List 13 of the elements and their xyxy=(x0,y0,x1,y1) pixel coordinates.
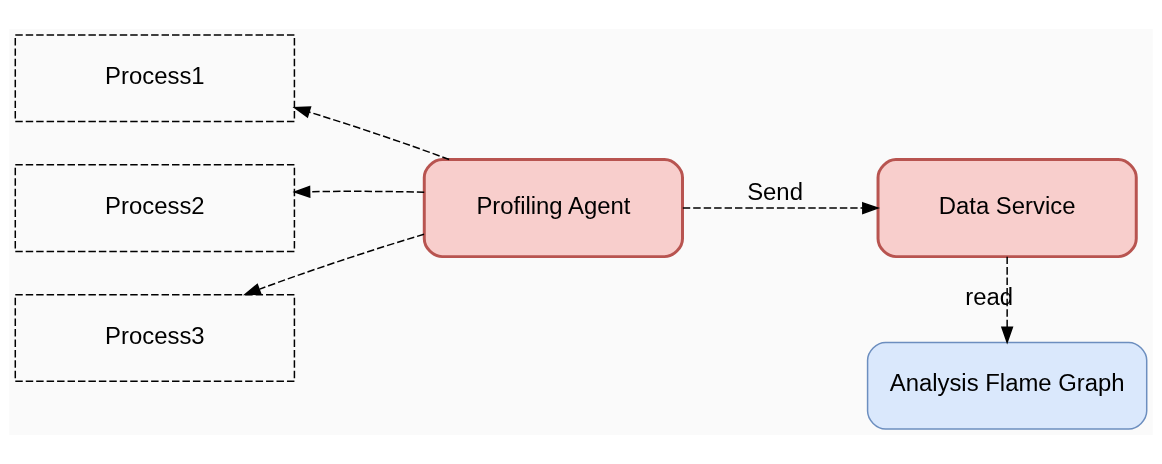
arrow xyxy=(292,106,450,161)
arrow xyxy=(243,233,425,296)
edge-label: Send xyxy=(747,178,803,206)
node-box: Profiling Agent xyxy=(422,158,684,259)
node-box: Data Service xyxy=(876,158,1138,259)
arrow xyxy=(682,201,880,215)
arrow xyxy=(292,185,425,198)
arrow xyxy=(1000,256,1014,345)
edge-label: read xyxy=(965,283,1014,311)
node-box: Analysis Flame Graph xyxy=(866,341,1148,430)
node-box: Process1 xyxy=(14,34,296,123)
node-box: Process3 xyxy=(14,293,296,382)
node-box: Process2 xyxy=(14,164,296,253)
